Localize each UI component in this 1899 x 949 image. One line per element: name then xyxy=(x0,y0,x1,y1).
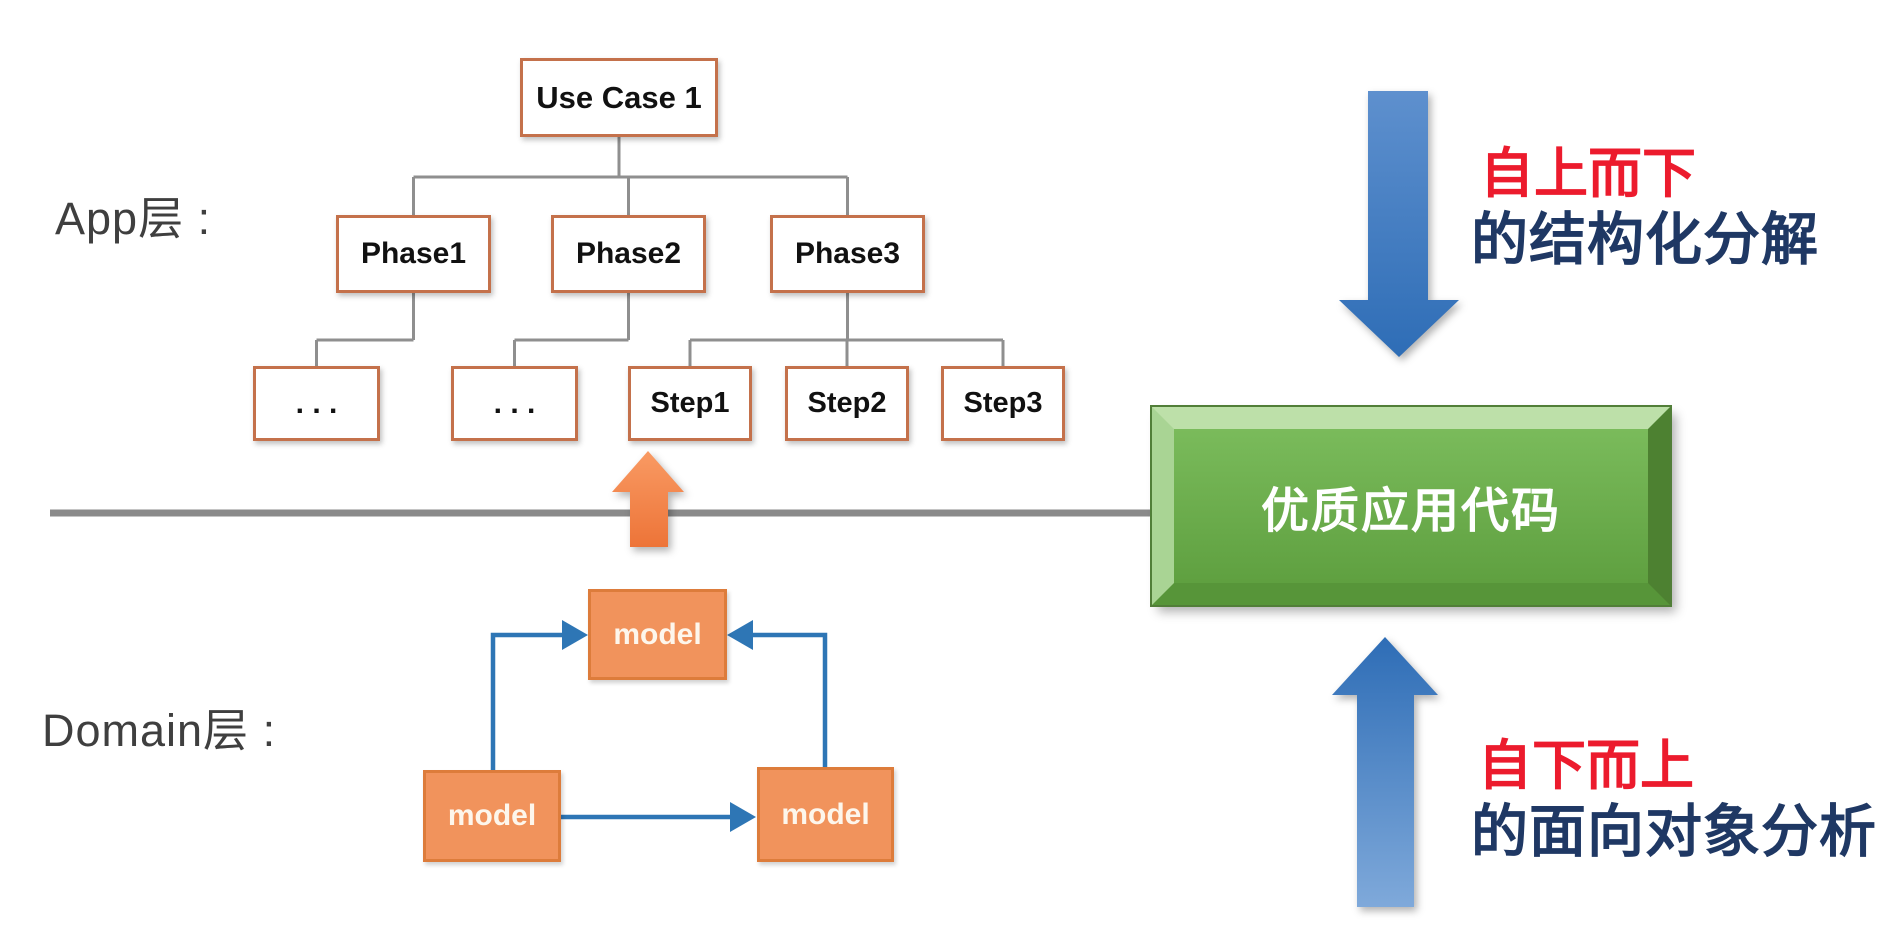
bottom-up-arrow-icon xyxy=(1332,637,1438,907)
orange-up-arrow-icon xyxy=(612,451,684,547)
bottom-up-caption-rest: 的面向对象分析 xyxy=(1471,800,1877,864)
tree-node-step1: Step1 xyxy=(628,366,752,441)
quality-code-label: 优质应用代码 xyxy=(1174,429,1648,583)
arrowhead-right-icon xyxy=(730,802,756,832)
arrowhead-left-icon xyxy=(727,620,753,650)
bottom-up-caption-highlight: 自下而上 xyxy=(1478,736,1694,796)
tree-node-phase3: Phase3 xyxy=(770,215,925,293)
top-down-caption-rest: 的结构化分解 xyxy=(1471,208,1819,272)
tree-node-step3: Step3 xyxy=(941,366,1065,441)
tree-node-ellipsis-2: . . . xyxy=(451,366,578,441)
domain-layer-label: Domain层 : xyxy=(42,705,277,756)
model-box-right: model xyxy=(757,767,894,862)
model-relation-lines xyxy=(490,632,828,820)
tree-node-phase2: Phase2 xyxy=(551,215,706,293)
tree-node-phase1: Phase1 xyxy=(336,215,491,293)
tree-connector-lines xyxy=(315,137,1005,366)
tree-node-step2: Step2 xyxy=(785,366,909,441)
tree-node-use-case: Use Case 1 xyxy=(520,58,718,137)
top-down-caption-highlight: 自上而下 xyxy=(1480,144,1696,204)
arrowhead-right-icon xyxy=(562,620,588,650)
top-down-arrow-icon xyxy=(1339,91,1459,357)
app-layer-label: App层 : xyxy=(55,193,212,244)
model-box-left: model xyxy=(423,770,561,862)
quality-code-box: 优质应用代码 xyxy=(1152,407,1670,605)
model-box-top: model xyxy=(588,589,727,680)
tree-node-ellipsis-1: . . . xyxy=(253,366,380,441)
